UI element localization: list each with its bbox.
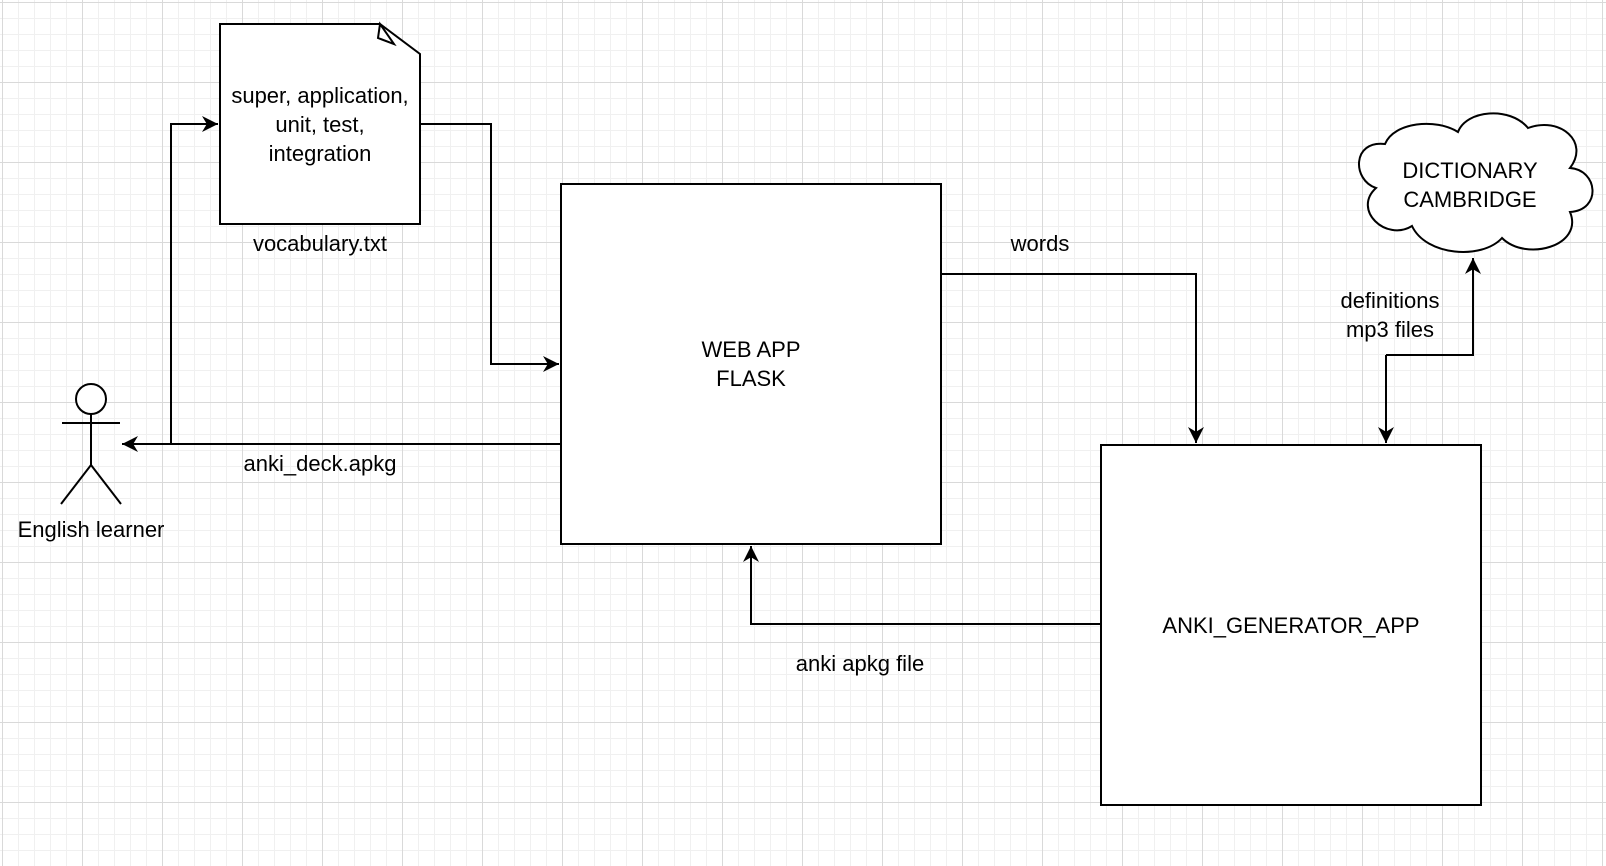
document-fold-icon (376, 21, 397, 47)
vocabulary-document-shape[interactable] (219, 23, 421, 225)
edge-learner-to-document[interactable] (170, 116, 218, 444)
vocabulary-document-content: super, application, unit, test, integrat… (231, 82, 409, 166)
edge-generator-to-webapp[interactable] (743, 546, 1101, 625)
web-app-box[interactable] (560, 183, 942, 545)
edge-webapp-to-generator[interactable] (941, 273, 1204, 443)
edge-label-anki-deck: anki_deck.apkg (243, 451, 397, 476)
edge-document-to-webapp[interactable] (420, 123, 559, 372)
dictionary-label: DICTIONARY CAMBRIDGE (1402, 158, 1538, 212)
edge-label-anki-apkg-file: anki apkg file (795, 651, 925, 676)
english-learner-actor-icon[interactable] (60, 383, 122, 505)
edge-generator-dictionary[interactable] (1386, 258, 1481, 356)
web-app-label: WEB APP FLASK (701, 337, 801, 391)
anki-generator-label: ANKI_GENERATOR_APP (1162, 612, 1420, 638)
english-learner-label: English learner (17, 517, 165, 542)
edge-label-definitions: definitions mp3 files (1340, 288, 1440, 342)
dictionary-cloud-shape[interactable] (1358, 112, 1594, 253)
edge-label-words: words (1010, 231, 1070, 256)
vocabulary-document-caption: vocabulary.txt (252, 231, 388, 256)
